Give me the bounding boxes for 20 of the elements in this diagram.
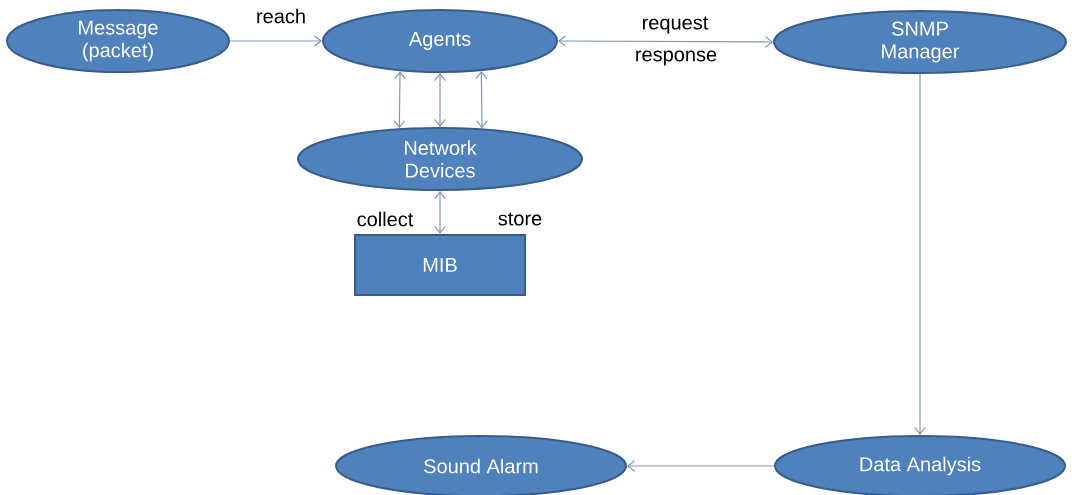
ellipse-node: Sound Alarm [335, 435, 627, 495]
arrow [475, 70, 488, 129]
arrow [434, 191, 446, 234]
label-text: response [636, 50, 717, 66]
ellipse-node: Data Analysis [774, 435, 1066, 495]
ellipse-node: SNMP Manager [773, 10, 1067, 74]
ellipse-node: Agents [322, 9, 558, 73]
ellipse-node: Message (packet) [6, 9, 230, 73]
arrow [229, 35, 322, 47]
process-box: MIB [354, 234, 526, 296]
ellipse-node: Network Devices [297, 127, 583, 191]
arrow [393, 71, 406, 129]
edge-label: request [642, 16, 709, 34]
arrow [627, 460, 775, 472]
arrow [558, 35, 773, 48]
arrow [434, 73, 446, 127]
label-text: store [498, 212, 542, 226]
edge-label: collect [357, 211, 414, 227]
arrow [914, 73, 926, 435]
edge-label: reach [257, 8, 305, 24]
